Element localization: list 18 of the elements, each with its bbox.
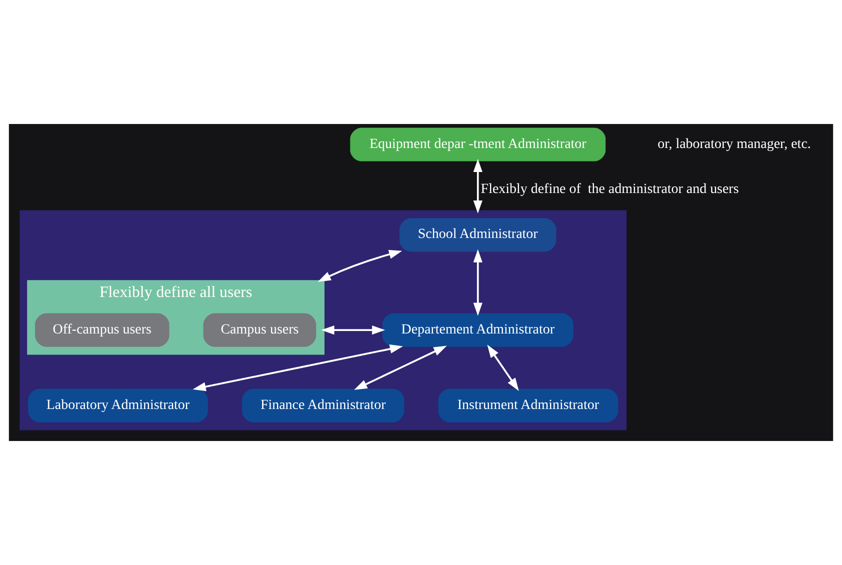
label: or, laboratory manager, etc. <box>658 136 811 152</box>
node-box: Finance Administrator <box>242 388 404 422</box>
arrow <box>318 250 402 282</box>
arrow <box>354 346 447 390</box>
node-box: School Administrator <box>400 218 556 252</box>
cluster <box>20 210 627 430</box>
node-box: Off-campus users <box>35 313 170 347</box>
arrow <box>487 344 519 392</box>
node-box: Departement Administrator <box>382 313 574 347</box>
arrow <box>473 249 482 316</box>
node-box: Equipment depar -tment Administrator <box>350 128 606 162</box>
arrow <box>473 158 482 214</box>
arrow <box>192 344 403 392</box>
edge-label: Flexibly define of the administrator and users <box>480 182 739 197</box>
arrow <box>321 325 386 335</box>
node-box: Instrument Administrator <box>438 388 618 422</box>
node-box: Laboratory Administrator <box>28 388 208 422</box>
node-box: Campus users <box>203 313 316 347</box>
